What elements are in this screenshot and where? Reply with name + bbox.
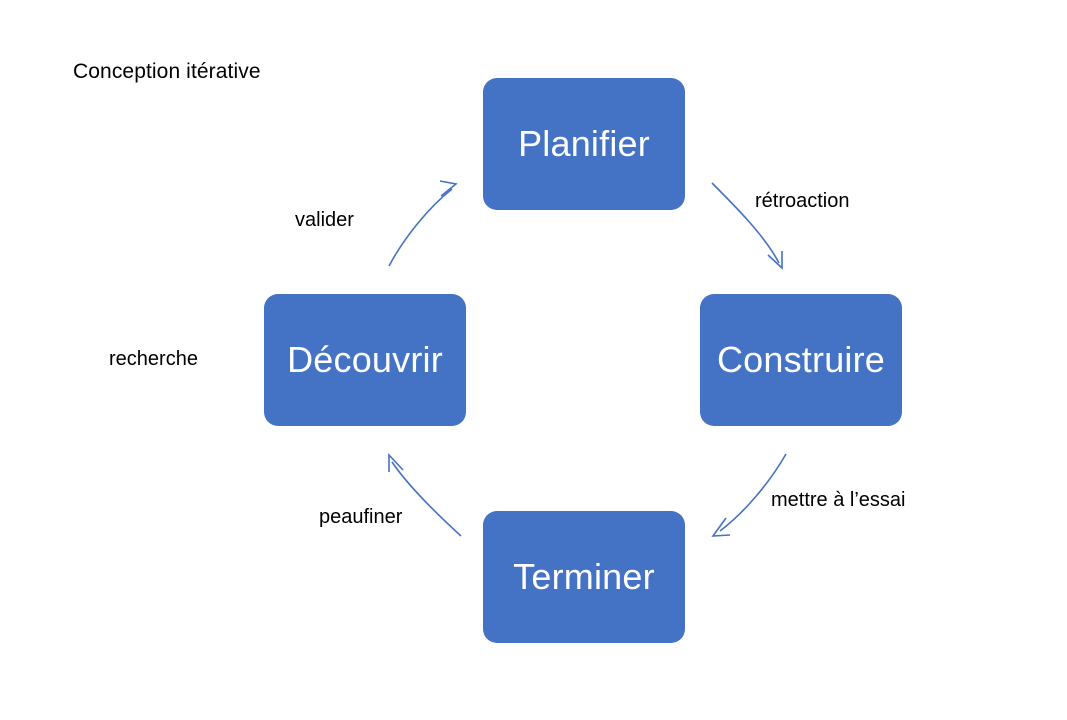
arrow-feedback bbox=[711, 182, 783, 270]
node-planifier-label: Planifier bbox=[518, 123, 650, 164]
side-label-recherche: recherche bbox=[109, 348, 198, 370]
arrow-validate bbox=[388, 180, 458, 267]
edge-label-retroaction: rétroaction bbox=[755, 190, 850, 212]
edge-label-valider: valider bbox=[295, 209, 354, 231]
node-decouvrir[interactable]: Découvrir bbox=[264, 294, 466, 426]
page-title: Conception itérative bbox=[73, 60, 261, 83]
node-terminer-label: Terminer bbox=[513, 556, 655, 597]
edge-label-peaufiner: peaufiner bbox=[319, 506, 403, 528]
node-decouvrir-label: Découvrir bbox=[287, 339, 443, 380]
node-terminer[interactable]: Terminer bbox=[483, 511, 685, 643]
edge-label-mettre-a-lessai: mettre à l’essai bbox=[771, 489, 906, 511]
arrow-test bbox=[711, 453, 787, 537]
node-construire[interactable]: Construire bbox=[700, 294, 902, 426]
node-planifier[interactable]: Planifier bbox=[483, 78, 685, 210]
node-construire-label: Construire bbox=[716, 339, 886, 380]
arrow-refine bbox=[388, 452, 462, 537]
